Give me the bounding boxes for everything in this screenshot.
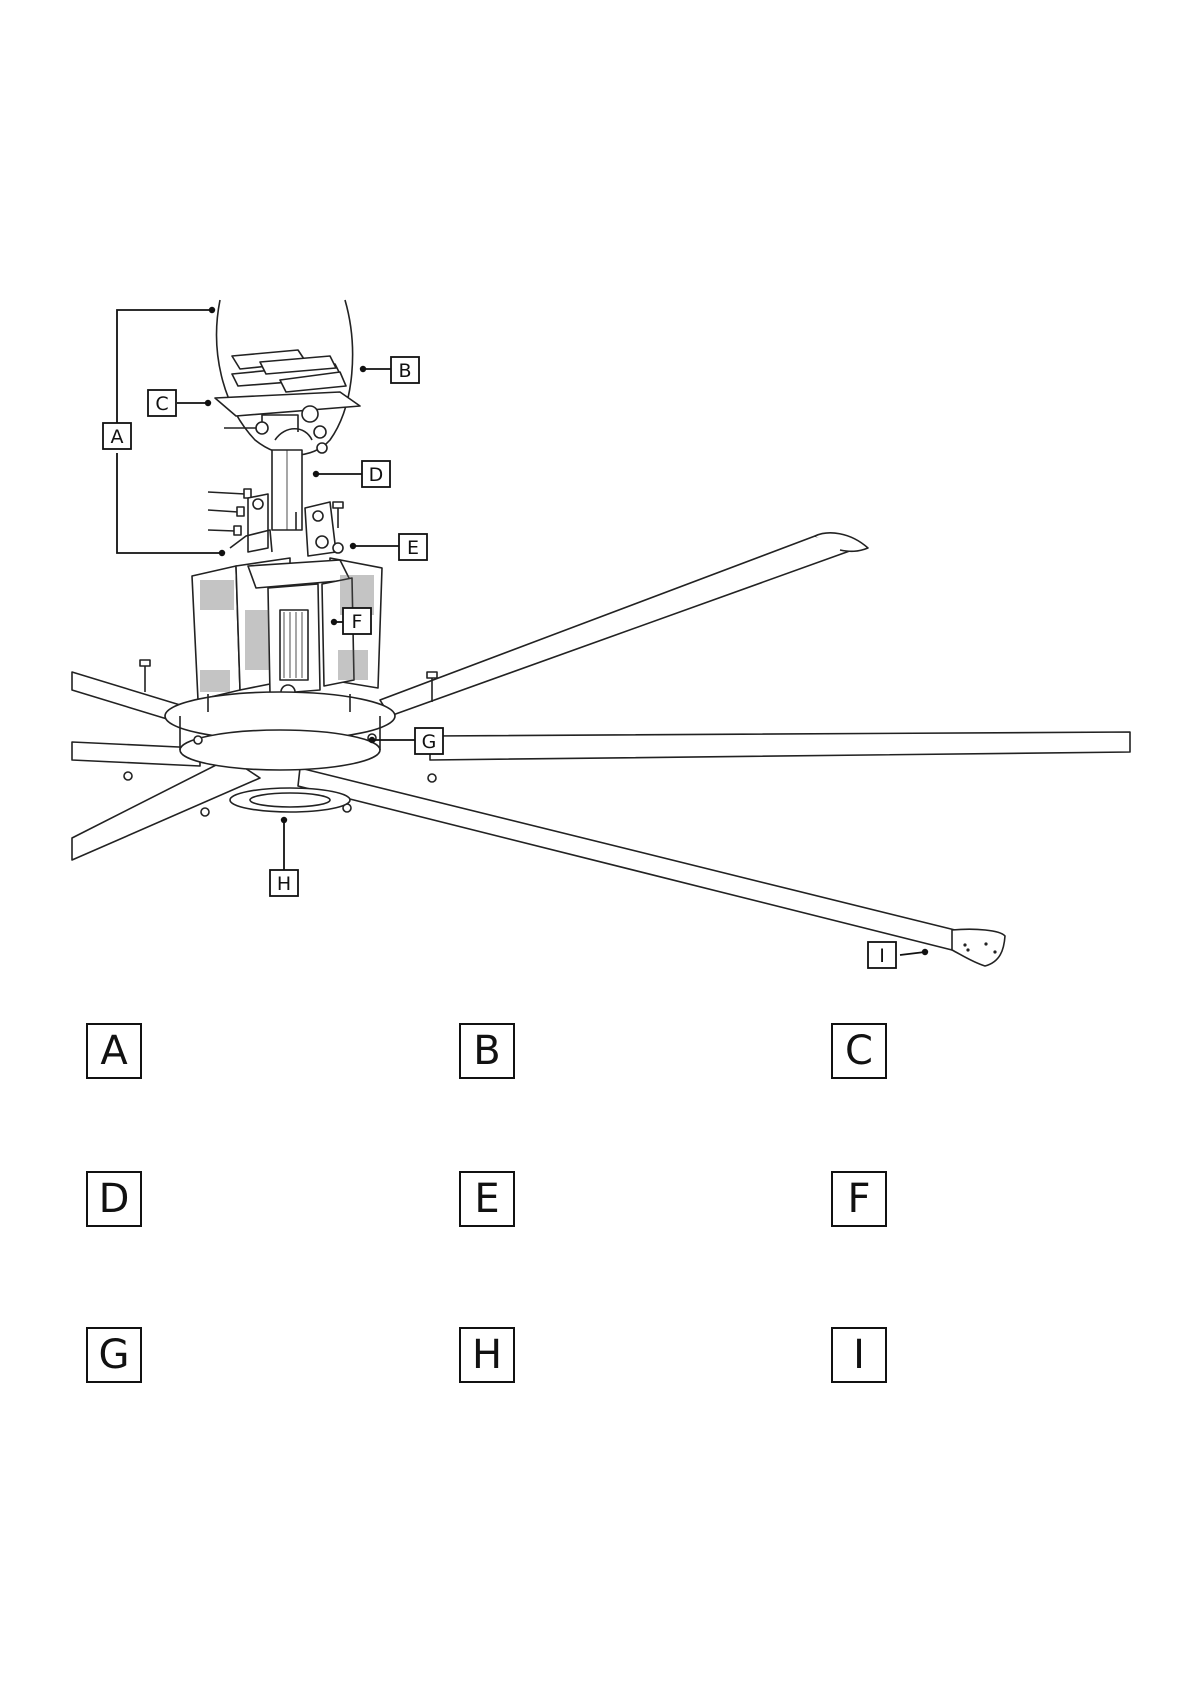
legend-a-box: A [86,1023,142,1079]
legend-g-box: G [86,1327,142,1383]
callout-f-label: F [352,611,363,633]
callout-a-label: A [111,426,124,448]
legend-b-box: B [459,1023,515,1079]
legend-e-box: E [459,1171,515,1227]
cross-bracket [215,392,360,453]
callout-g-label: G [422,731,437,753]
legend-c-box: C [831,1023,887,1079]
fan-exploded-diagram: A B C D E F G H I [0,0,1192,1000]
callout-c-label: C [155,393,168,415]
callout-d-label: D [369,464,384,486]
legend-i-box: I [831,1327,887,1383]
callout-h-label: H [277,873,291,895]
callout-b-label: B [398,360,411,382]
hub-cover [230,788,350,812]
callout-i-label: I [879,945,885,967]
callout-e-label: E [407,537,419,559]
mounting-plates [232,350,346,392]
legend-h-box: H [459,1327,515,1383]
legend-d-box: D [86,1171,142,1227]
downrod [272,450,302,530]
leader-a-bottom [117,453,222,553]
legend-f-box: F [831,1171,887,1227]
leader-i [900,952,925,955]
